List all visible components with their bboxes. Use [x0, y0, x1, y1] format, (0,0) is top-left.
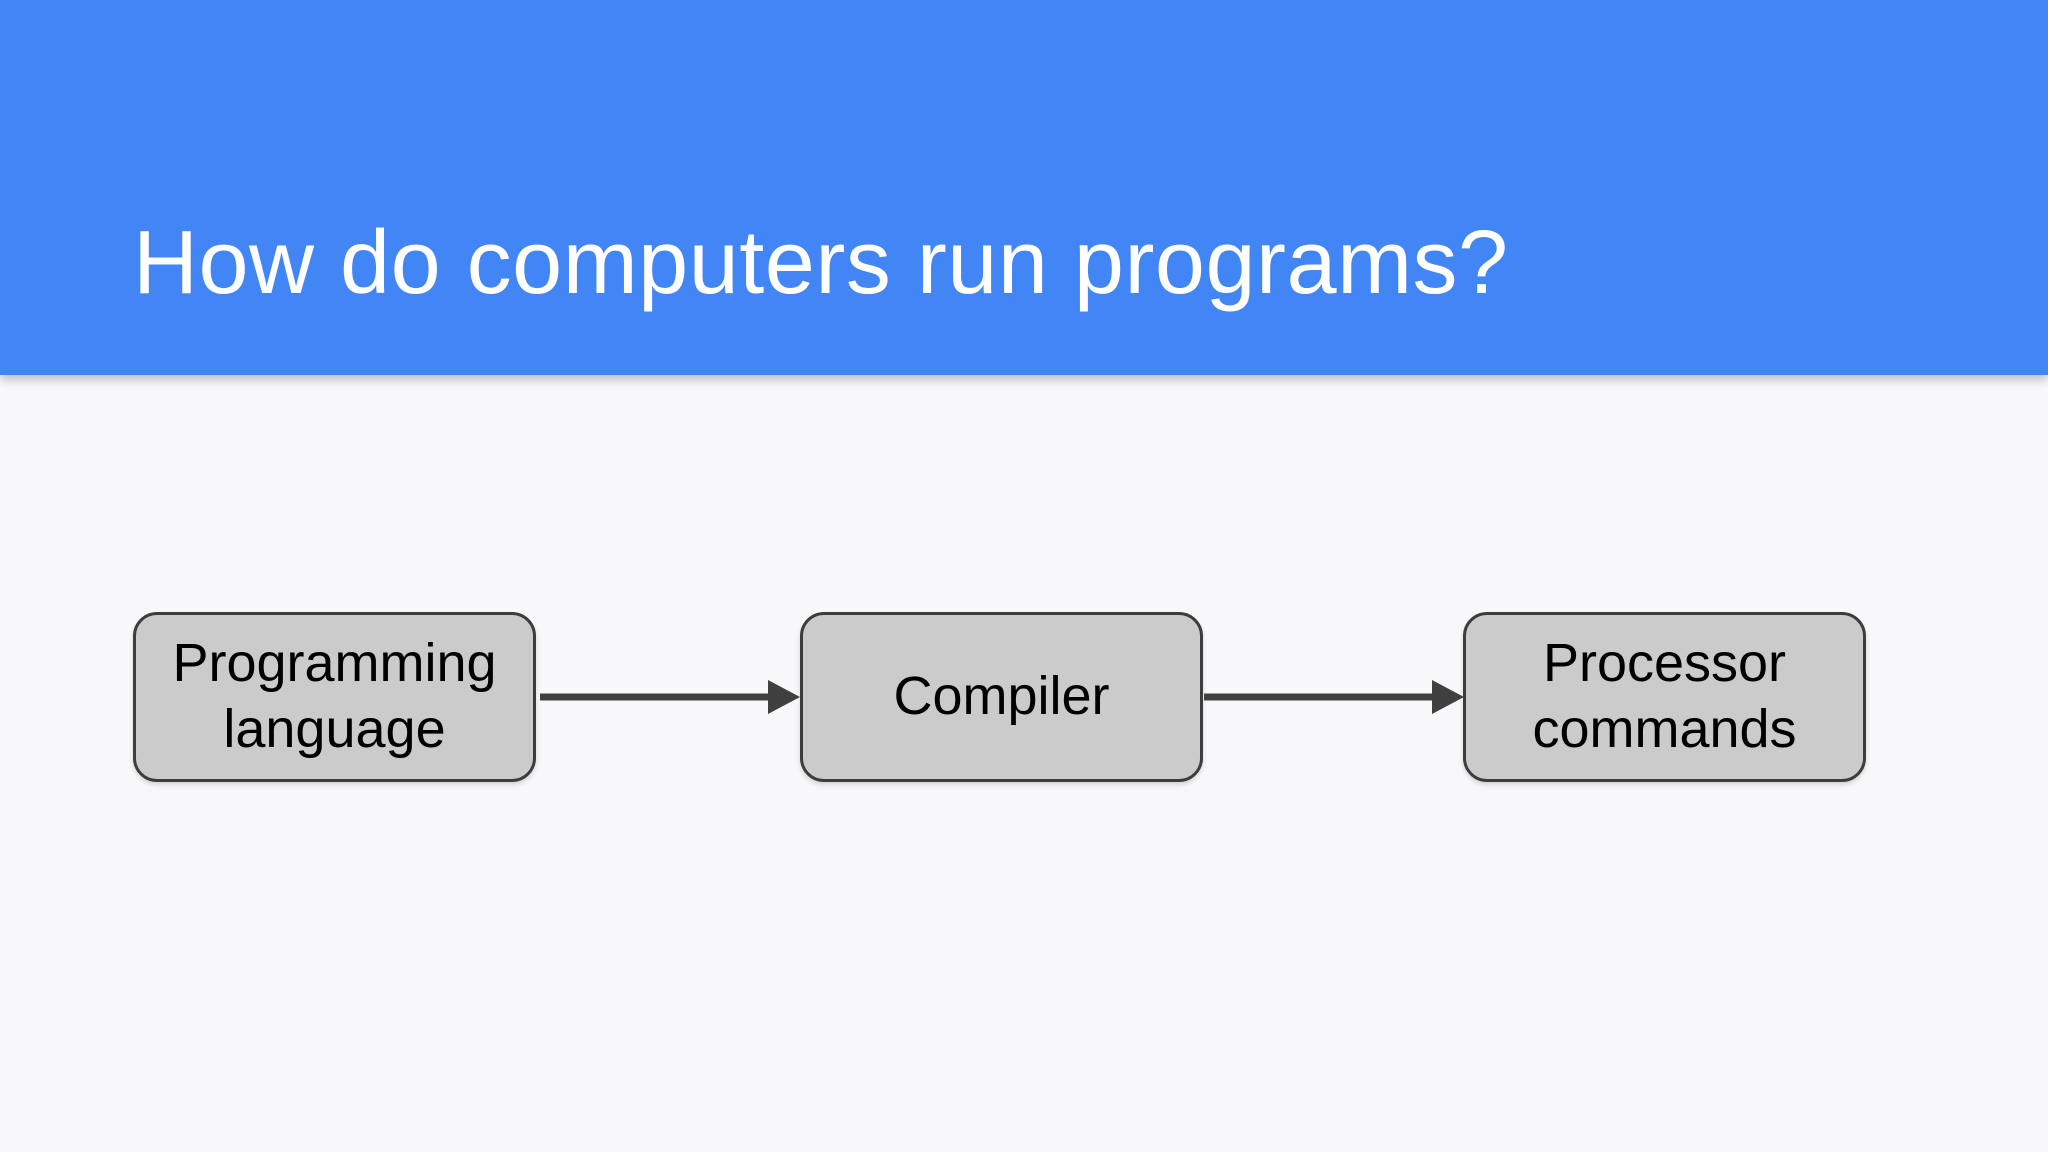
flow-arrow-language-to-compiler: [540, 680, 800, 714]
node-compiler-label: Compiler: [893, 666, 1110, 727]
node-compiler: Compiler: [800, 612, 1203, 782]
arrow-head-right-icon: [1432, 680, 1464, 714]
node-programming-language: Programming language: [133, 612, 536, 782]
arrow-head-right-icon: [768, 680, 800, 714]
diagram-canvas: Programming language Compiler Processor …: [0, 375, 2048, 1152]
arrow-line: [540, 693, 774, 701]
node-programming-language-label: Programming language: [172, 633, 497, 759]
node-processor-commands: Processor commands: [1463, 612, 1866, 782]
arrow-line: [1204, 693, 1438, 701]
flow-arrow-compiler-to-processor: [1204, 680, 1464, 714]
slide-title: How do computers run programs?: [133, 213, 1509, 313]
slide-header: How do computers run programs?: [0, 0, 2048, 375]
node-processor-commands-label: Processor commands: [1532, 633, 1797, 759]
